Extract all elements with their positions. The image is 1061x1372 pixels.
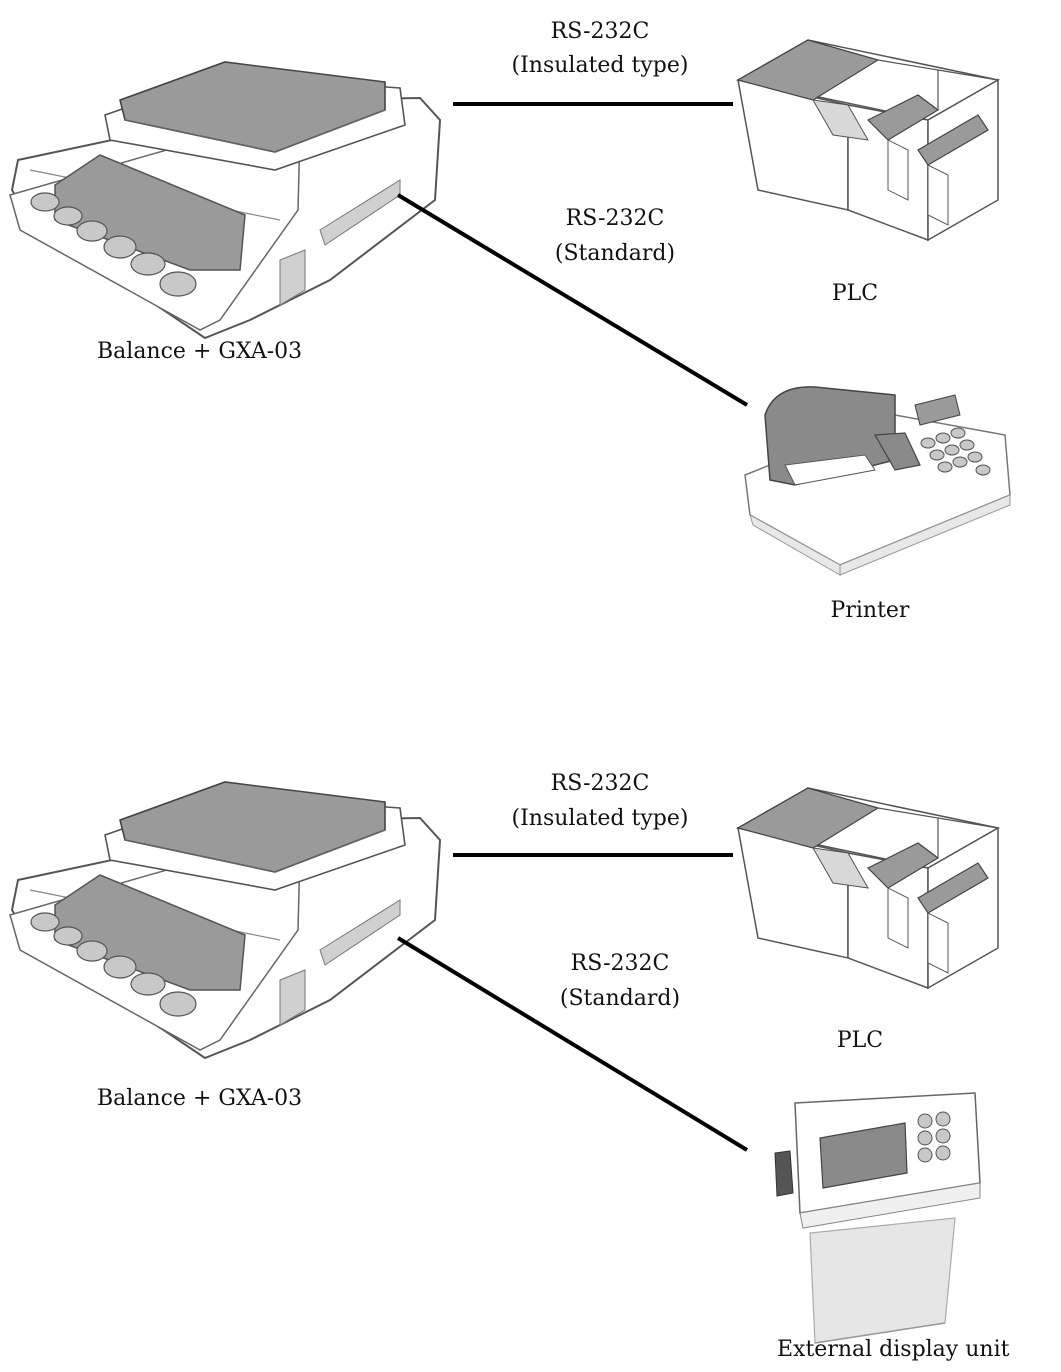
standard-protocol-label: RS-232C <box>565 206 665 231</box>
plc-label: PLC <box>836 1028 884 1053</box>
balance-icon <box>9 781 441 1059</box>
standard-protocol-label: RS-232C <box>570 951 670 976</box>
insulated-type-label: (Insulated type) <box>511 53 689 78</box>
balance-label: Balance + GXA-03 <box>97 1086 303 1111</box>
standard-type-label: (Standard) <box>559 986 681 1011</box>
standard-type-label: (Standard) <box>554 241 676 266</box>
external-display-icon <box>774 1092 981 1344</box>
insulated-type-label: (Insulated type) <box>511 806 689 831</box>
insulated-protocol-label: RS-232C <box>550 19 650 44</box>
plc-label: PLC <box>831 281 879 306</box>
printer-label: Printer <box>830 598 910 623</box>
balance-icon <box>9 61 441 339</box>
external-display-label: External display unit <box>777 1337 1010 1362</box>
standard-connection-line <box>396 936 749 1152</box>
plc-icon <box>737 39 999 241</box>
balance-label: Balance + GXA-03 <box>97 339 303 364</box>
standard-connection-line <box>396 193 749 407</box>
plc-icon <box>737 787 999 989</box>
insulated-protocol-label: RS-232C <box>550 771 650 796</box>
printer-icon <box>744 386 1011 576</box>
